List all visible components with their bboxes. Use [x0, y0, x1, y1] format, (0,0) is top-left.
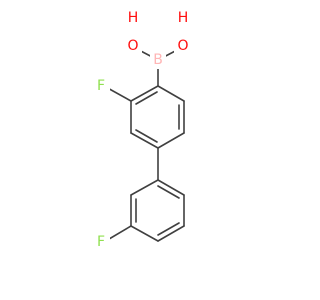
- bonds: [103, 47, 185, 243]
- bond-c4-c5: [157, 132, 185, 149]
- hydrogen-label-left: H: [128, 10, 139, 26]
- hydrogen-label-right: H: [178, 10, 189, 26]
- oxygen-label-left: O: [127, 38, 138, 54]
- bond-c6-c1: [157, 85, 185, 102]
- bond-c7-c8: [130, 179, 159, 196]
- bond-c9-c10: [130, 225, 159, 242]
- bond-c10-c11: [157, 225, 185, 242]
- bond-c3-c4: [130, 132, 159, 149]
- boron-label: B: [153, 52, 163, 68]
- fluorine-label-bottom: F: [97, 234, 105, 250]
- oxygen-label-right: O: [177, 38, 188, 54]
- atom-labels: H O H O B F F: [94, 10, 190, 251]
- fluorine-label-top: F: [97, 78, 105, 94]
- bond-c3-c4-inner: [135, 129, 158, 143]
- bond-c1-c2-inner: [135, 91, 158, 105]
- bond-c10-c11-inner: [157, 222, 180, 236]
- bond-c12-c7: [157, 179, 185, 196]
- bond-c12-c7-inner: [157, 185, 180, 199]
- bond-c1-c2: [130, 85, 159, 102]
- molecule-structure-diagram: H O H O B F F: [94, 10, 190, 251]
